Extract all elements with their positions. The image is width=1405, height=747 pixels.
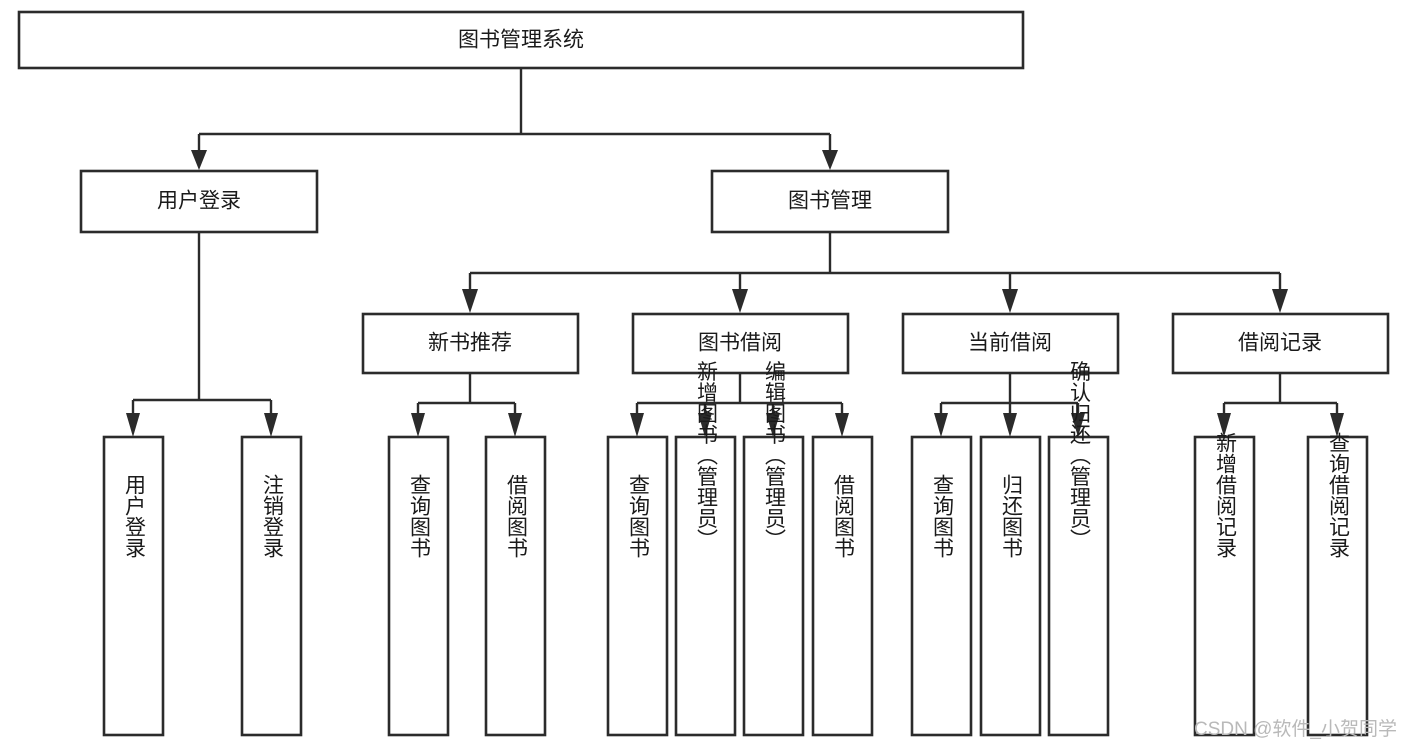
node-new-book-recommend[interactable]: 新书推荐 <box>361 312 580 375</box>
connector-group-new-book-to-leaves <box>411 373 522 437</box>
node-current-borrow[interactable]: 当前借阅 <box>901 312 1120 375</box>
connector-group-root-to-level2 <box>191 68 838 170</box>
node-leaf-borrow-book-1-box[interactable] <box>484 435 547 737</box>
node-leaf-borrow-book-1[interactable]: 借阅图书 <box>484 435 547 737</box>
connector-group-borrow-record-to-leaves <box>1217 373 1344 437</box>
csdn-watermark: CSDN @软件_小贺同学 <box>1194 718 1397 740</box>
node-book-borrow[interactable]: 图书借阅 <box>631 312 850 375</box>
connector-group-user-login-to-leaves <box>126 232 278 437</box>
node-book-manage-label: 图书管理 <box>788 190 872 213</box>
arrow-head-leaf-add-book <box>698 413 712 437</box>
node-leaf-borrow-book-1-label: 借阅图书 <box>505 474 529 558</box>
node-leaf-return-book-label: 归还图书 <box>1000 474 1024 558</box>
node-root-box[interactable] <box>17 10 1025 70</box>
arrow-head-leaf-return-book <box>1003 413 1017 437</box>
node-root-book-management-system[interactable]: 图书管理系统 <box>17 10 1025 70</box>
node-leaf-edit-book-box[interactable] <box>742 435 805 737</box>
node-leaf-borrow-book-2-label: 借阅图书 <box>832 474 856 558</box>
arrow-head-borrow-record <box>1272 289 1288 313</box>
node-book-borrow-box[interactable] <box>631 312 850 375</box>
node-leaf-confirm-return[interactable]: 确认归还（管理员） <box>1047 361 1110 737</box>
node-leaf-logout-login[interactable]: 注销登录 <box>240 435 303 737</box>
node-leaf-query-record-label: 查询借阅记录 <box>1327 432 1351 558</box>
arrow-head-book-borrow <box>732 289 748 313</box>
node-leaf-add-record[interactable]: 新增借阅记录 <box>1193 432 1256 737</box>
node-leaf-add-book-label: 新增图书（管理员） <box>695 361 719 550</box>
node-leaf-add-record-label: 新增借阅记录 <box>1214 432 1238 558</box>
node-leaf-query-book-1-box[interactable] <box>387 435 450 737</box>
node-leaf-add-book[interactable]: 新增图书（管理员） <box>674 361 737 737</box>
arrow-head-leaf-borrow-1 <box>508 413 522 437</box>
node-leaf-query-book-3-label: 查询图书 <box>931 474 955 558</box>
node-new-book-recommend-box[interactable] <box>361 312 580 375</box>
node-leaf-query-book-2[interactable]: 查询图书 <box>606 435 669 737</box>
arrow-head-leaf-borrow-2 <box>835 413 849 437</box>
arrow-head-book-manage <box>822 150 838 170</box>
node-leaf-query-book-1[interactable]: 查询图书 <box>387 435 450 737</box>
node-user-login-label: 用户登录 <box>157 190 241 213</box>
connector-group-current-borrow-to-leaves <box>934 373 1085 437</box>
node-user-login[interactable]: 用户登录 <box>79 169 319 234</box>
arrow-head-leaf-query-3 <box>934 413 948 437</box>
node-leaf-edit-book[interactable]: 编辑图书（管理员） <box>742 361 805 737</box>
node-leaf-return-book[interactable]: 归还图书 <box>979 435 1042 737</box>
node-leaf-borrow-book-2[interactable]: 借阅图书 <box>811 435 874 737</box>
arrow-head-leaf-confirm-return <box>1071 413 1085 437</box>
node-leaf-query-book-1-label: 查询图书 <box>408 474 432 558</box>
arrow-head-new-book <box>462 289 478 313</box>
node-leaf-edit-book-label: 编辑图书（管理员） <box>763 361 787 550</box>
arrow-head-leaf-user-login <box>126 413 140 437</box>
node-book-manage[interactable]: 图书管理 <box>710 169 950 234</box>
node-book-manage-box[interactable] <box>710 169 950 234</box>
node-current-borrow-box[interactable] <box>901 312 1120 375</box>
node-borrow-record-box[interactable] <box>1171 312 1390 375</box>
node-leaf-borrow-book-2-box[interactable] <box>811 435 874 737</box>
node-leaf-user-login-box[interactable] <box>102 435 165 737</box>
node-leaf-logout-login-label: 注销登录 <box>261 474 285 558</box>
connector-group-book-manage-to-level3 <box>462 232 1288 313</box>
node-leaf-query-book-2-box[interactable] <box>606 435 669 737</box>
node-leaf-user-login[interactable]: 用户登录 <box>102 435 165 737</box>
node-leaf-add-book-box[interactable] <box>674 435 737 737</box>
arrow-head-leaf-query-record <box>1330 413 1344 437</box>
arrow-head-leaf-query-2 <box>630 413 644 437</box>
node-leaf-confirm-return-label: 确认归还（管理员） <box>1068 361 1092 550</box>
node-leaf-confirm-return-box[interactable] <box>1047 435 1110 737</box>
node-leaf-query-book-3[interactable]: 查询图书 <box>910 435 973 737</box>
arrow-head-current-borrow <box>1002 289 1018 313</box>
node-leaf-return-book-box[interactable] <box>979 435 1042 737</box>
node-leaf-query-record[interactable]: 查询借阅记录 <box>1306 432 1369 737</box>
node-borrow-record-label: 借阅记录 <box>1238 332 1322 355</box>
node-book-borrow-label: 图书借阅 <box>698 332 782 355</box>
node-leaf-query-record-box[interactable] <box>1306 435 1369 737</box>
node-root-label: 图书管理系统 <box>458 29 584 52</box>
node-new-book-recommend-label: 新书推荐 <box>428 332 512 355</box>
arrow-head-leaf-query-1 <box>411 413 425 437</box>
node-leaf-add-record-box[interactable] <box>1193 435 1256 737</box>
node-user-login-box[interactable] <box>79 169 319 234</box>
node-leaf-user-login-label: 用户登录 <box>123 474 147 558</box>
node-leaf-logout-login-box[interactable] <box>240 435 303 737</box>
arrow-head-leaf-logout <box>264 413 278 437</box>
node-current-borrow-label: 当前借阅 <box>968 332 1052 355</box>
arrow-head-user-login <box>191 150 207 170</box>
connector-group-book-borrow-to-leaves <box>630 373 849 437</box>
node-borrow-record[interactable]: 借阅记录 <box>1171 312 1390 375</box>
node-leaf-query-book-2-label: 查询图书 <box>627 474 651 558</box>
arrow-head-leaf-edit-book <box>766 413 780 437</box>
node-leaf-query-book-3-box[interactable] <box>910 435 973 737</box>
arrow-head-leaf-add-record <box>1217 413 1231 437</box>
